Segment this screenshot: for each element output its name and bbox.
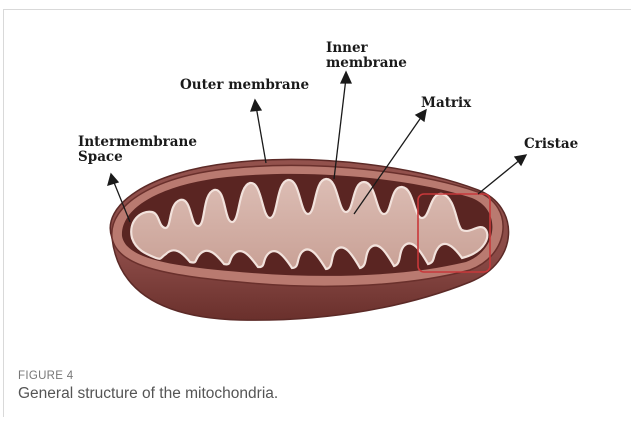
arrow-cristae-head [515, 155, 526, 165]
arrow-inner-membrane-head [341, 72, 351, 83]
label-outer-membrane: Outer membrane [180, 78, 309, 93]
label-cristae: Cristae [524, 137, 578, 152]
label-matrix: Matrix [421, 96, 471, 111]
figure-caption: General structure of the mitochondria. [18, 385, 278, 403]
arrow-intermembrane-head [108, 174, 118, 185]
mitochondria-diagram [0, 0, 639, 360]
arrow-outer-membrane-head [251, 100, 261, 111]
label-intermembrane-space: Intermembrane Space [78, 135, 197, 165]
figure-number: FIGURE 4 [18, 370, 73, 382]
label-inner-membrane: Inner membrane [326, 41, 407, 71]
arrow-cristae [478, 159, 521, 194]
arrow-outer-membrane [256, 106, 266, 163]
arrow-matrix-head [416, 110, 426, 121]
